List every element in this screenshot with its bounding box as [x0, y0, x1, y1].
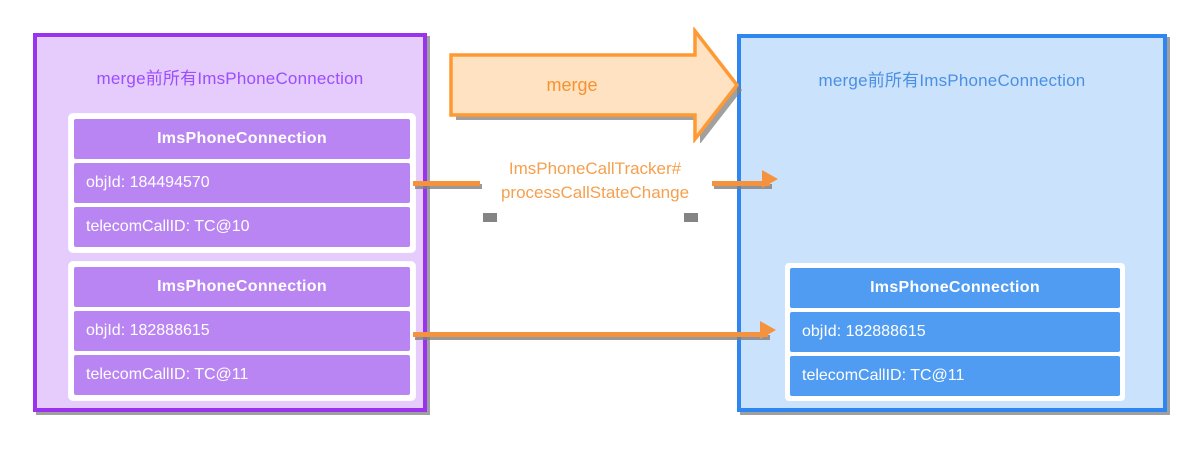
left-card-2: ImsPhoneConnection objId: 182888615 tele… [69, 262, 415, 400]
connector-top-arrowhead-icon [762, 170, 778, 188]
connector-bottom-arrowhead-icon [760, 321, 776, 339]
connector-top-segment-right [712, 181, 770, 186]
connector-label: ImsPhoneCallTracker# processCallStateCha… [500, 159, 690, 202]
connector-shadow-mark [483, 213, 497, 222]
right-card-1-header: ImsPhoneConnection [790, 268, 1120, 308]
left-card-2-objid: objId: 182888615 [74, 311, 410, 351]
right-panel-title: merge前所有ImsPhoneConnection [818, 71, 1086, 90]
left-card-1-telecomcallid: telecomCallID: TC@10 [74, 207, 410, 247]
right-card-1-telecomcallid: telecomCallID: TC@11 [790, 356, 1120, 396]
left-panel-title: merge前所有ImsPhoneConnection [96, 69, 364, 88]
connector-top-segment-left [413, 181, 480, 186]
left-card-1-objid: objId: 184494570 [74, 163, 410, 203]
left-card-1: ImsPhoneConnection objId: 184494570 tele… [69, 114, 415, 252]
right-card-1-objid: objId: 182888615 [790, 312, 1120, 352]
merge-block-arrow-icon [447, 27, 743, 143]
connector-shadow-mark [684, 213, 698, 222]
merge-arrow-label: merge [546, 75, 598, 95]
left-card-2-telecomcallid: telecomCallID: TC@11 [74, 355, 410, 395]
left-card-2-header: ImsPhoneConnection [74, 267, 410, 307]
left-card-1-header: ImsPhoneConnection [74, 119, 410, 159]
right-card-1: ImsPhoneConnection objId: 182888615 tele… [785, 263, 1125, 401]
connector-bottom-line [413, 332, 768, 337]
